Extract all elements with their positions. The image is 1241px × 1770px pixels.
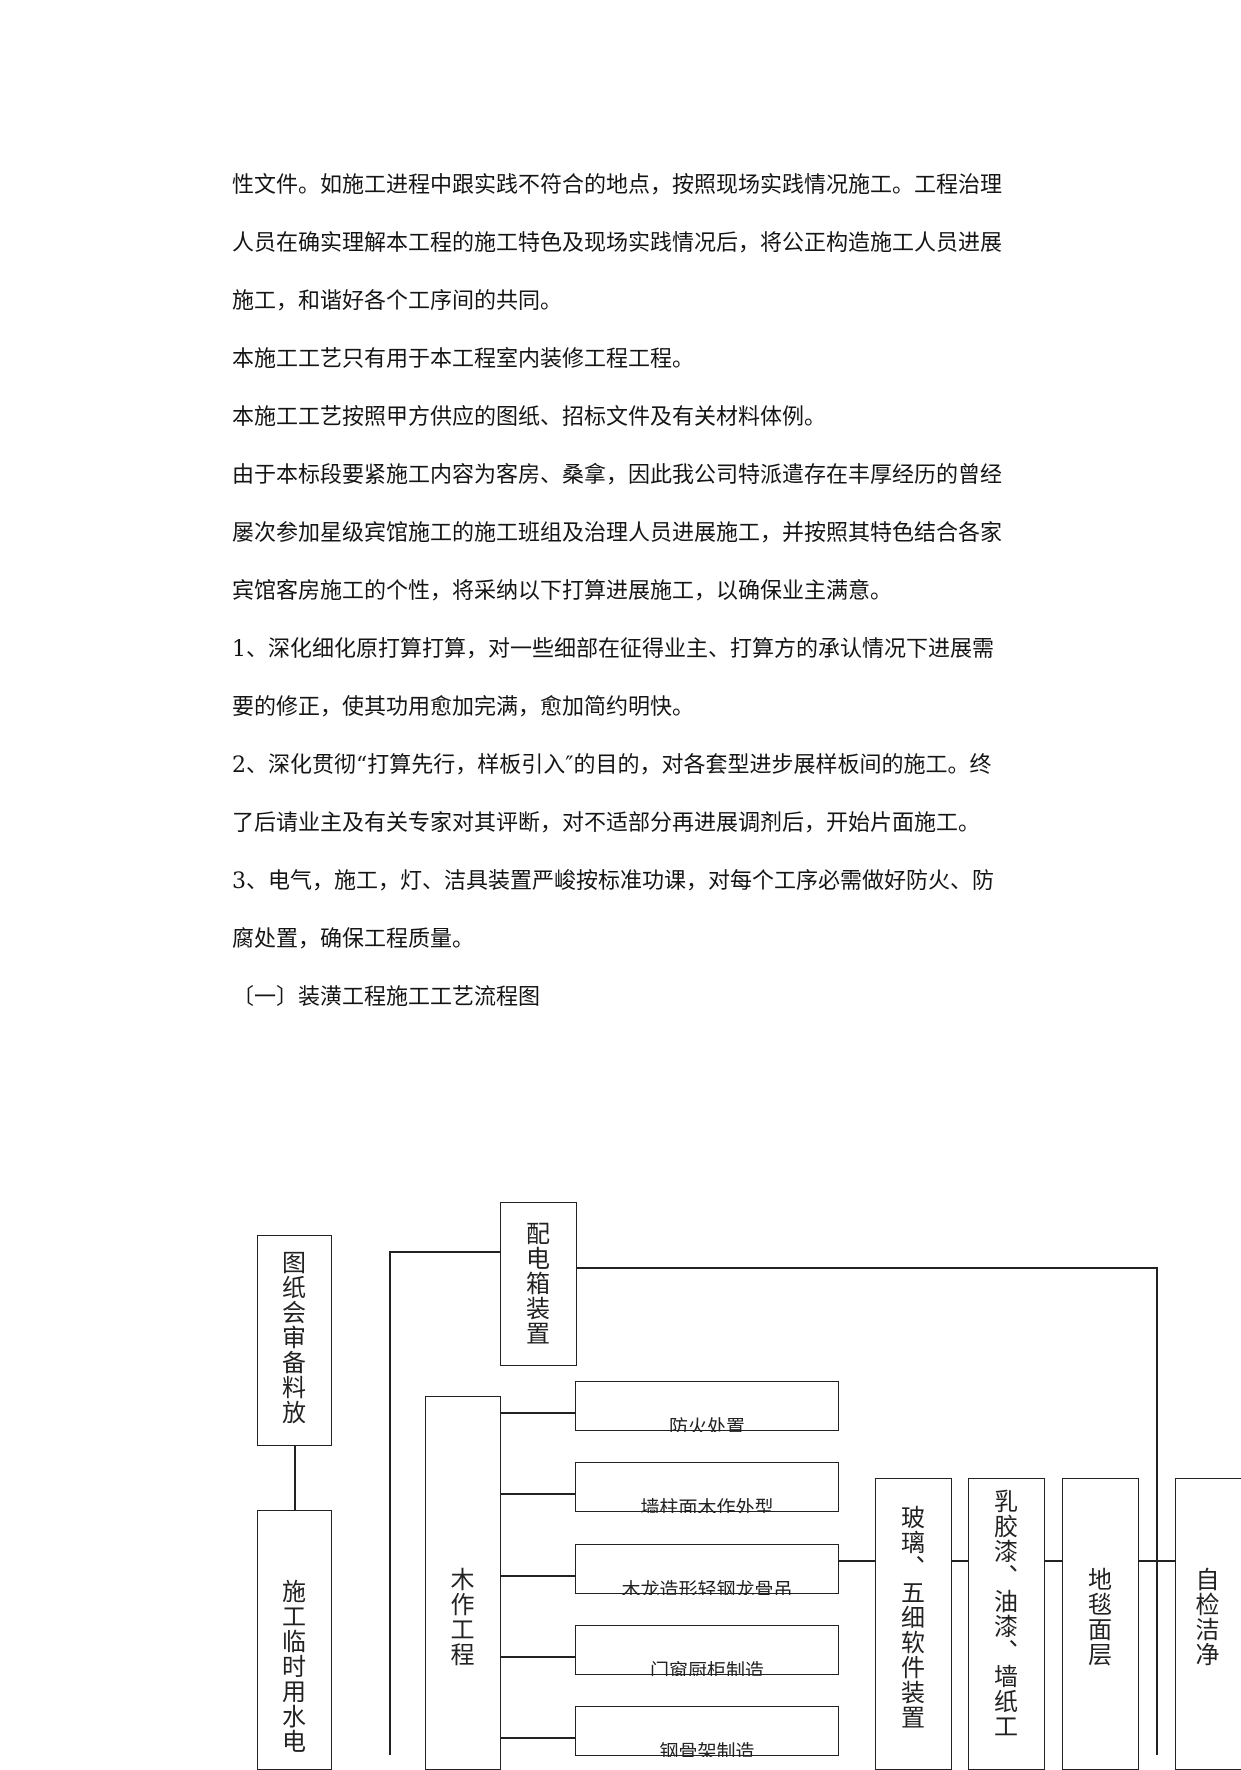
text-line: 2、深化贯彻“打算先行，样板引入″的目的，对各套型进步展样板间的施工。终 <box>232 753 992 778</box>
connector-line <box>951 1560 969 1562</box>
connector-line <box>294 1445 296 1511</box>
text-line: 施工，和谐好各个工序间的共同。 <box>232 289 563 314</box>
box-carpet: 地毯面层 <box>1062 1478 1139 1770</box>
text-line: 屡次参加星级宾馆施工的施工班组及治理人员进展施工，并按照其特色结合各家 <box>232 521 1003 546</box>
text-line: 本施工工艺只有用于本工程室内装修工程工程。 <box>232 347 695 372</box>
connector-line <box>389 1251 501 1253</box>
paragraph-7: 3、电气，施工，灯、洁具装置严峻按标准功课，对每个工序必需做好防火、防 腐处置，… <box>232 853 994 969</box>
box-label: 玻璃、五细软件装置 <box>896 1505 925 1730</box>
box-label: 木龙造形轻钢龙骨吊 <box>621 1579 793 1595</box>
box-label: 施工临时用水电 <box>277 1579 306 1754</box>
box-label: 防火处置 <box>668 1416 745 1432</box>
box-label: 配电箱装置 <box>521 1221 550 1346</box>
paragraph-3: 本施工工艺按照甲方供应的图纸、招标文件及有关材料体例。 <box>232 389 826 447</box>
box-drawings-review: 图纸会审备料放 <box>257 1235 332 1446</box>
box-wall-column-woodwork: 墙柱面木作外型 <box>575 1462 839 1513</box>
paragraph-5: 1、深化细化原打算打算，对一些细部在征得业主、打算方的承认情况下进展需 要的修正… <box>232 621 994 737</box>
box-label: 墙柱面木作外型 <box>640 1497 774 1513</box>
text-line: 人员在确实理解本工程的施工特色及现场实践情况后，将公正构造施工人员进展 <box>232 231 1003 256</box>
paragraph-2: 本施工工艺只有用于本工程室内装修工程工程。 <box>232 331 694 389</box>
text-line: 3、电气，施工，灯、洁具装置严峻按标准功课，对每个工序必需做好防火、防 <box>232 869 994 894</box>
paragraph-4: 由于本标段要紧施工内容为客房、桑拿，因此我公司特派遣存在丰厚经历的曾经 屡次参加… <box>232 447 1002 621</box>
box-label: 地毯面层 <box>1083 1567 1112 1667</box>
connector-line <box>500 1493 576 1495</box>
box-doors-cabinets: 门窗厨柜制造 <box>575 1625 839 1676</box>
box-label: 乳胶漆、油漆、墙纸工 <box>989 1489 1018 1739</box>
box-label: 门窗厨柜制造 <box>649 1660 764 1676</box>
box-paint-wallpaper: 乳胶漆、油漆、墙纸工 <box>968 1478 1045 1770</box>
connector-line <box>389 1251 391 1755</box>
connector-line <box>576 1267 1157 1269</box>
box-distribution-box: 配电箱装置 <box>500 1202 577 1366</box>
text-line: 1、深化细化原打算打算，对一些细部在征得业主、打算方的承认情况下进展需 <box>232 637 994 662</box>
box-fireproofing: 防火处置 <box>575 1381 839 1432</box>
connector-line <box>1156 1267 1158 1755</box>
paragraph-1: 性文件。如施工进程中跟实践不符合的地点，按照现场实践情况施工。工程治理 人员在确… <box>232 157 1002 331</box>
box-label: 自检洁净 <box>1191 1567 1219 1667</box>
box-label: 木作工程 <box>446 1567 474 1667</box>
text-line: 要的修正，使其功用愈加完满，愈加简约明快。 <box>232 695 695 720</box>
section-heading: 〔一〕装潢工程施工工艺流程图 <box>232 969 540 1027</box>
box-temp-utilities: 施工临时用水电 <box>257 1510 332 1770</box>
connector-line <box>500 1412 576 1414</box>
box-steel-frame: 钢骨架制造 <box>575 1706 839 1757</box>
text-line: 〔一〕装潢工程施工工艺流程图 <box>232 985 541 1010</box>
text-line: 了后请业主及有关专家对其评断，对不适部分再进展调剂后，开始片面施工。 <box>232 811 981 836</box>
text-line: 宾馆客房施工的个性，将采纳以下打算进展施工，以确保业主满意。 <box>232 579 893 604</box>
box-label: 钢骨架制造 <box>659 1741 755 1757</box>
connector-line <box>838 1560 876 1562</box>
connector-line <box>1138 1560 1176 1562</box>
text-line: 本施工工艺按照甲方供应的图纸、招标文件及有关材料体例。 <box>232 405 827 430</box>
box-glass-install: 玻璃、五细软件装置 <box>875 1478 952 1770</box>
box-label: 图纸会审备料放 <box>277 1250 306 1425</box>
text-line: 腐处置，确保工程质量。 <box>232 927 475 952</box>
paragraph-6: 2、深化贯彻“打算先行，样板引入″的目的，对各套型进步展样板间的施工。终 了后请… <box>232 737 991 853</box>
box-self-check: 自检洁净 <box>1175 1478 1241 1770</box>
connector-line <box>1044 1560 1062 1562</box>
text-line: 性文件。如施工进程中跟实践不符合的地点，按照现场实践情况施工。工程治理 <box>232 173 1003 198</box>
box-woodwork: 木作工程 <box>425 1396 501 1770</box>
connector-line <box>500 1575 576 1577</box>
connector-line <box>500 1656 576 1658</box>
connector-line <box>500 1737 576 1739</box>
box-ceiling-keel: 木龙造形轻钢龙骨吊 <box>575 1544 839 1595</box>
text-line: 由于本标段要紧施工内容为客房、桑拿，因此我公司特派遣存在丰厚经历的曾经 <box>232 463 1003 488</box>
